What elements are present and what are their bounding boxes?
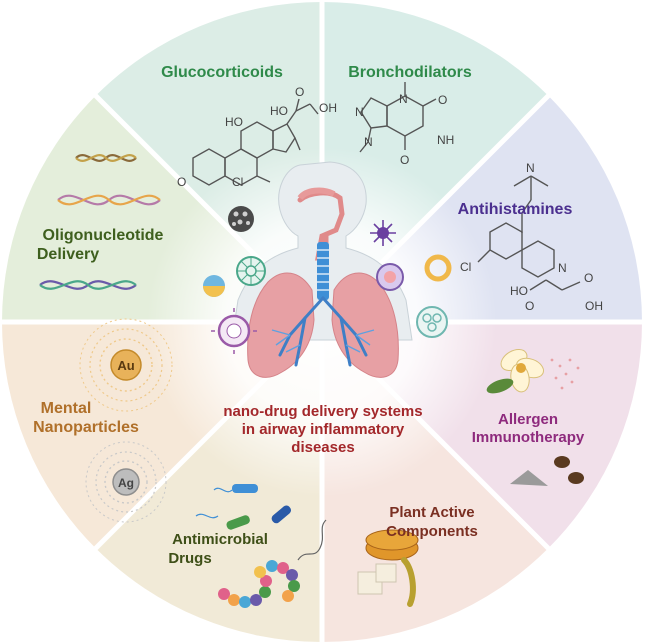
antihistamine-atom-labels: N N Cl HO OH O O (460, 161, 603, 313)
bacteria-icons (195, 484, 292, 530)
svg-text:O: O (584, 271, 593, 285)
svg-text:N: N (355, 105, 364, 119)
title-oligo-line1: Oligonucleotide (43, 227, 164, 244)
title-plant-line2: Components (386, 523, 478, 540)
svg-text:N: N (558, 261, 567, 275)
svg-text:Cl: Cl (460, 260, 471, 274)
title-allergen-line1: Allergen (498, 411, 558, 428)
svg-text:O: O (438, 93, 447, 107)
center-title: nano-drug delivery systems in airway inf… (223, 403, 422, 456)
dna-strand-icons (39, 154, 161, 290)
title-antihistamines: Antihistamines (458, 201, 573, 218)
svg-text:Cl: Cl (232, 175, 243, 189)
plant-components-icon (357, 529, 419, 607)
svg-text:N: N (364, 135, 373, 149)
svg-text:O: O (525, 299, 534, 313)
svg-text:OH: OH (585, 299, 603, 313)
glucocorticoid-atom-labels: HO HO OH O O Cl (177, 85, 337, 189)
dust-mite-icons (510, 456, 584, 486)
dendrimer-icon (370, 220, 396, 246)
segment-titles: Glucocorticoids Bronchodilators Antihist… (33, 64, 585, 567)
title-mental-line2: Nanoparticles (33, 419, 139, 436)
svg-text:Ag: Ag (118, 476, 134, 490)
center-title-line3: diseases (291, 439, 354, 456)
svg-text:NH: NH (437, 133, 454, 147)
flower-icon (486, 349, 545, 394)
half-particle-icon (203, 275, 225, 297)
title-bronchodilators: Bronchodilators (348, 64, 472, 81)
micelle-icon (236, 256, 266, 286)
human-lungs-illustration (231, 161, 413, 378)
svg-text:OH: OH (319, 101, 337, 115)
svg-text:HO: HO (225, 115, 243, 129)
vesicle-icon (376, 263, 404, 291)
bronchodilator-structure-icon (359, 82, 437, 153)
bronchodilator-atom-labels: N N N NH O O (355, 92, 454, 167)
svg-text:N: N (526, 161, 535, 175)
svg-text:O: O (400, 153, 409, 167)
title-oligo-line2: Delivery (37, 246, 99, 263)
svg-text:HO: HO (510, 284, 528, 298)
svg-text:N: N (399, 92, 408, 106)
ring-particle-icon (424, 254, 452, 282)
svg-text:O: O (177, 175, 186, 189)
porous-particle-icon (228, 206, 254, 232)
svg-text:Au: Au (117, 358, 134, 373)
liposome-icon (211, 308, 257, 354)
center-title-line2: in airway inflammatory (242, 421, 405, 438)
svg-text:HO: HO (270, 104, 288, 118)
title-plant-line1: Plant Active (389, 504, 474, 521)
peptide-chain-icon (218, 519, 327, 608)
title-antimicrobial-line1: Antimicrobial (172, 531, 268, 548)
title-allergen-line2: Immunotherapy (472, 429, 585, 446)
title-glucocorticoids: Glucocorticoids (161, 64, 283, 81)
glucocorticoid-structure-icon (192, 98, 319, 186)
antihistamine-structure-icon (477, 175, 581, 291)
gold-nanoparticle-icon: Au (79, 318, 173, 412)
multicore-particle-icon (416, 306, 448, 338)
title-antimicrobial-line2: Drugs (168, 550, 211, 567)
title-mental-line1: Mental (41, 400, 92, 417)
center-title-line1: nano-drug delivery systems (223, 403, 422, 420)
nanoparticle-icons (203, 206, 452, 354)
pollen-dots-icon (550, 358, 580, 390)
silver-nanoparticle-icon: Ag (85, 441, 167, 523)
svg-text:O: O (295, 85, 304, 99)
